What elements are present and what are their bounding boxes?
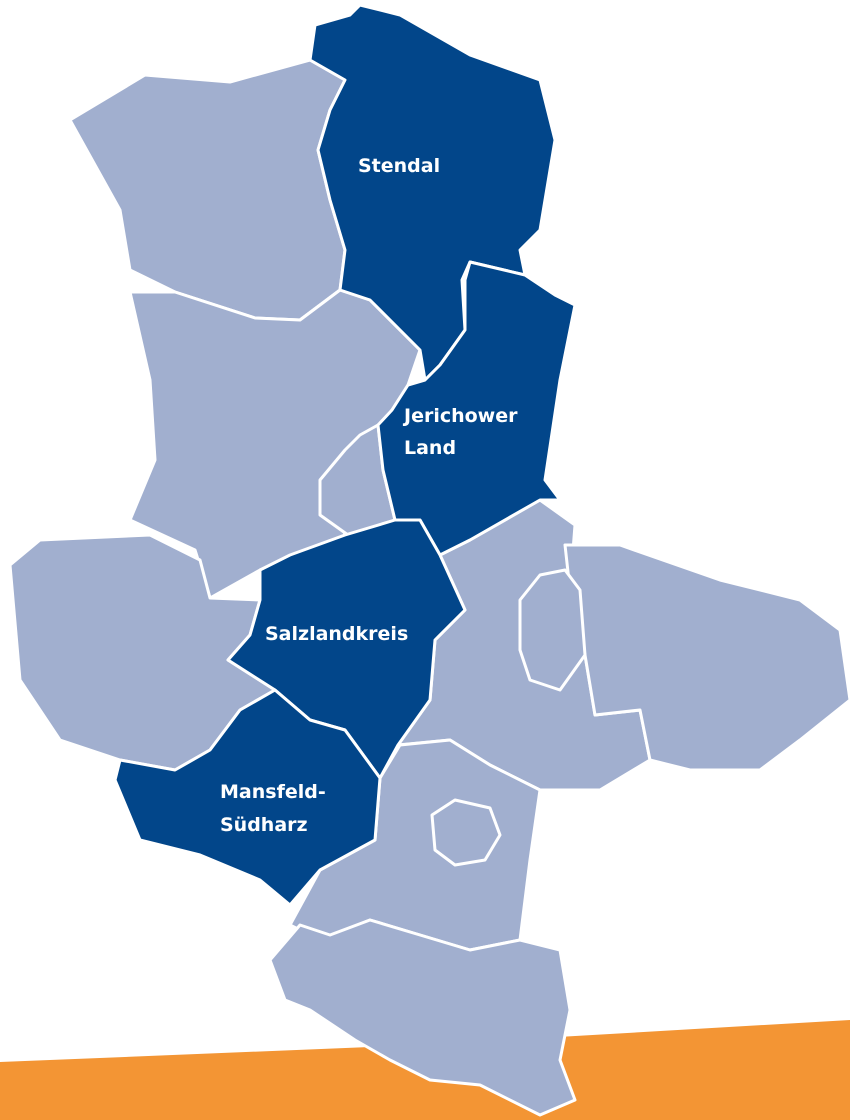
label-mansfeld-suedharz-line2: Südharz: [220, 814, 308, 836]
district-wittenberg[interactable]: [563, 543, 850, 772]
label-mansfeld-suedharz-line1: Mansfeld-: [220, 781, 326, 803]
label-jerichower-land-line2: Land: [404, 437, 456, 459]
label-stendal: Stendal: [358, 155, 440, 177]
district-mansfeld-suedharz[interactable]: [113, 688, 382, 907]
label-salzlandkreis: Salzlandkreis: [265, 623, 408, 645]
district-halle[interactable]: [430, 798, 502, 867]
label-jerichower-land-line1: Jerichower: [402, 405, 518, 427]
district-dessau-rosslau[interactable]: [518, 568, 587, 692]
district-burgenlandkreis[interactable]: [268, 918, 577, 1117]
district-salzlandkreis[interactable]: [226, 518, 467, 780]
district-altmarkkreis-salzwedel[interactable]: [68, 58, 347, 322]
